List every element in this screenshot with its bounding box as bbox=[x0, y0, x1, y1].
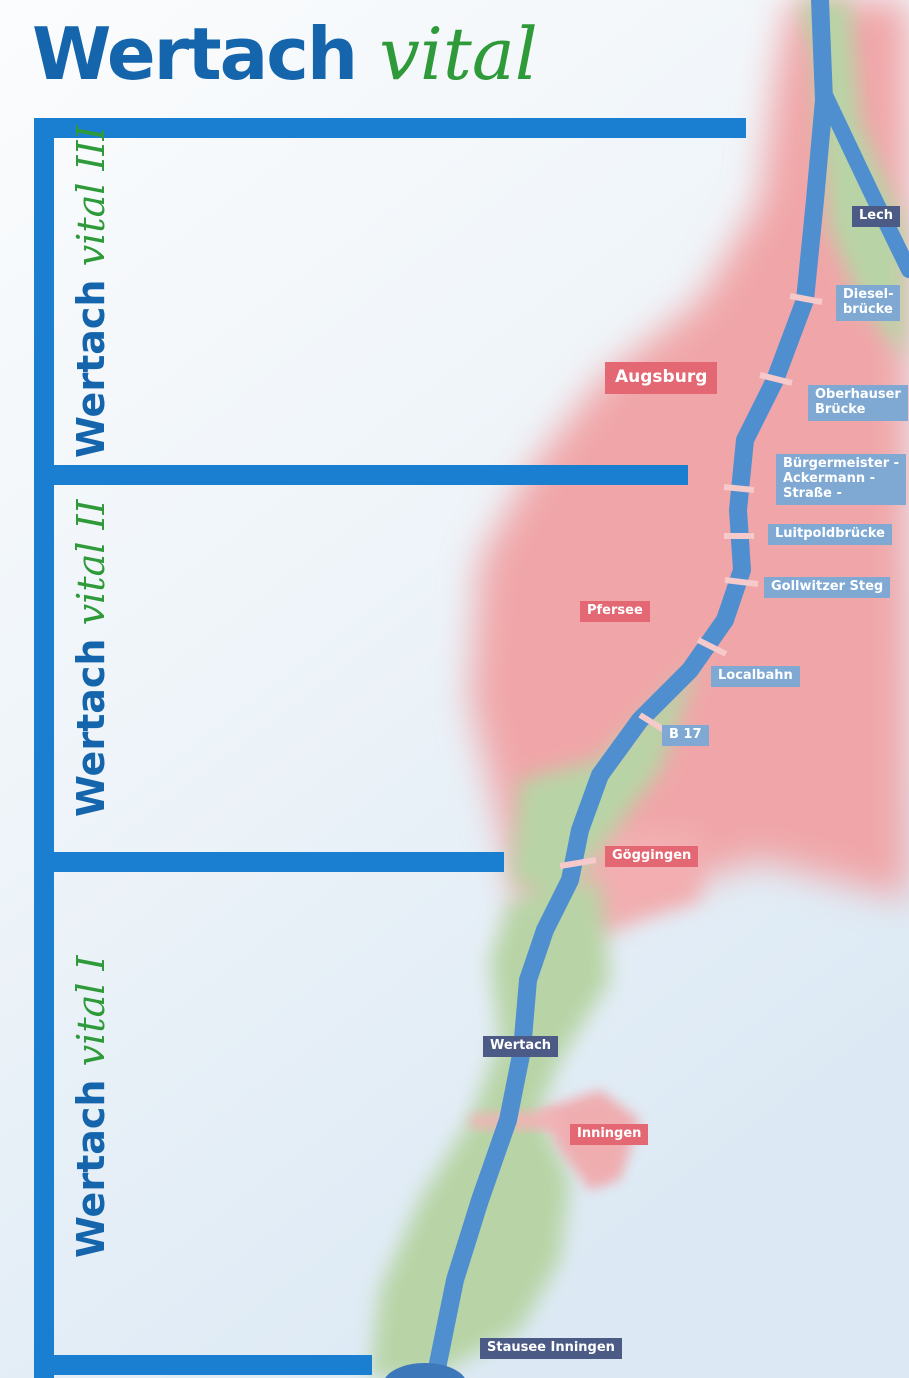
label-pfersee: Pfersee bbox=[580, 601, 650, 622]
bridge-crossings bbox=[559, 293, 823, 869]
title-main: Wertach bbox=[32, 12, 358, 96]
label-gollwitzer-steg: Gollwitzer Steg bbox=[764, 577, 891, 598]
page-title: Wertach vital bbox=[32, 18, 538, 90]
label-localbahn: Localbahn bbox=[711, 666, 800, 687]
label-dieselbruecke: Diesel- brücke bbox=[836, 285, 901, 321]
label-oberhauser-bruecke: Oberhauser Brücke bbox=[808, 385, 908, 421]
section-label-vital-1: Wertach vital I bbox=[69, 955, 113, 1259]
river-wertach bbox=[426, 0, 833, 1378]
label-goeggingen: Göggingen bbox=[605, 846, 699, 867]
river-lech bbox=[817, 87, 909, 278]
label-b17: B 17 bbox=[662, 725, 709, 746]
label-luitpoldbruecke: Luitpoldbrücke bbox=[768, 524, 892, 545]
label-lech: Lech bbox=[852, 206, 901, 227]
section-frame bbox=[34, 118, 746, 1378]
label-stausee-inningen: Stausee Inningen bbox=[480, 1338, 622, 1359]
label-buergermeister-ackermann-strasse: Bürgermeister - Ackermann - Straße - bbox=[776, 454, 907, 505]
green-corridor bbox=[370, 0, 905, 1378]
stausee-reservoir bbox=[385, 1363, 465, 1378]
label-inningen: Inningen bbox=[570, 1124, 649, 1145]
urban-area bbox=[470, 0, 909, 950]
label-wertach: Wertach bbox=[483, 1036, 559, 1057]
title-accent: vital bbox=[379, 12, 538, 96]
label-augsburg: Augsburg bbox=[605, 362, 718, 394]
section-label-vital-2: Wertach vital II bbox=[69, 499, 113, 817]
section-label-vital-3: Wertach vital III bbox=[69, 125, 113, 458]
